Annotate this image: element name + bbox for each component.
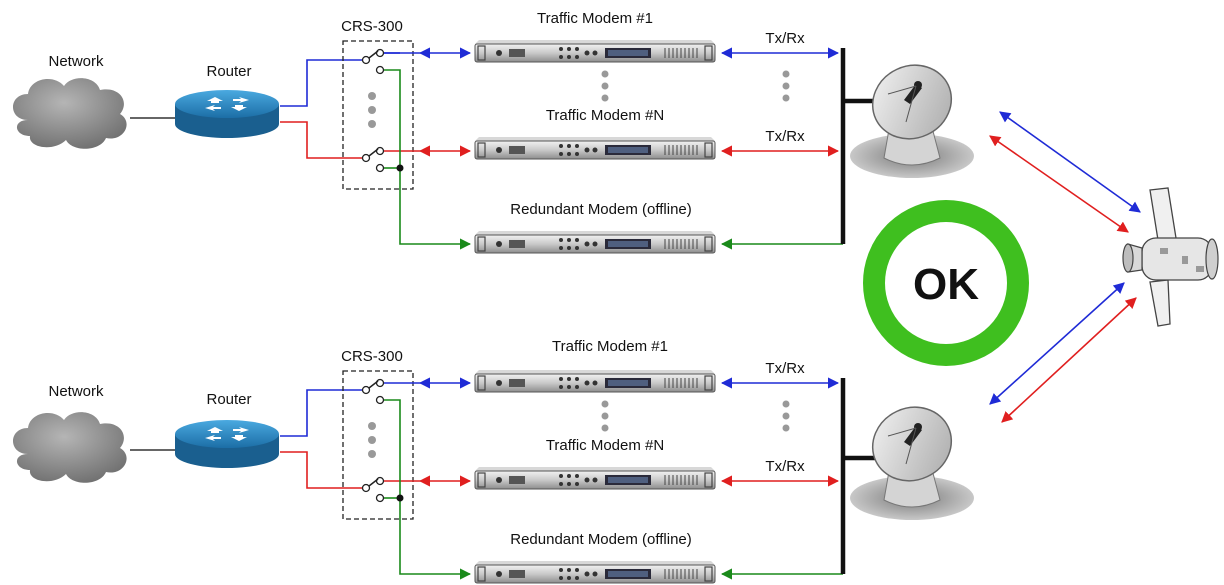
redundant-modem-label: Redundant Modem (offline) bbox=[510, 201, 692, 218]
traffic-modem-n-label: Traffic Modem #N bbox=[546, 107, 664, 124]
txrx-label-n: Tx/Rx bbox=[765, 128, 805, 145]
status-ok-badge: OK bbox=[863, 200, 1029, 366]
bottom-system: Network Router CRS-300 Traffic M bbox=[13, 338, 975, 584]
redundant-modem-icon bbox=[474, 560, 716, 584]
network-label: Network bbox=[48, 383, 104, 400]
crs300-switch-box bbox=[342, 370, 414, 520]
txrx-label-1: Tx/Rx bbox=[765, 360, 805, 377]
txrx-label-n: Tx/Rx bbox=[765, 458, 805, 475]
network-cloud-icon bbox=[13, 412, 127, 483]
crs300-label: CRS-300 bbox=[341, 18, 403, 35]
switch-contacts bbox=[361, 378, 385, 503]
router-label: Router bbox=[206, 391, 251, 408]
router-icon bbox=[175, 90, 279, 138]
redundant-modem-icon bbox=[474, 230, 716, 254]
modem-ellipsis bbox=[601, 70, 609, 102]
router-icon bbox=[175, 420, 279, 468]
satellite-dish-icon bbox=[849, 51, 975, 179]
modem-ellipsis bbox=[601, 400, 609, 432]
crs300-label: CRS-300 bbox=[341, 348, 403, 365]
txrx-ellipsis bbox=[782, 70, 790, 102]
traffic-modem-1-icon bbox=[474, 39, 716, 63]
top-system: Network Router CRS-300 bbox=[13, 10, 975, 254]
router-label: Router bbox=[206, 63, 251, 80]
traffic-modem-n-icon bbox=[474, 136, 716, 160]
switch-contacts bbox=[361, 48, 385, 173]
network-cloud-icon bbox=[13, 78, 127, 149]
satellite-icon bbox=[1122, 187, 1219, 327]
txrx-label-1: Tx/Rx bbox=[765, 30, 805, 47]
txrx-ellipsis bbox=[782, 400, 790, 432]
traffic-modem-1-icon bbox=[474, 369, 716, 393]
traffic-modem-1-label: Traffic Modem #1 bbox=[552, 338, 668, 355]
status-ok-text: OK bbox=[913, 260, 979, 309]
uplink-red-bottom bbox=[1001, 297, 1137, 423]
uplink-blue-top bbox=[999, 111, 1141, 213]
traffic-modem-n-icon bbox=[474, 466, 716, 490]
redundant-modem-label: Redundant Modem (offline) bbox=[510, 531, 692, 548]
crs300-switch-box bbox=[342, 40, 414, 190]
network-label: Network bbox=[48, 53, 104, 70]
uplink-red-top bbox=[989, 135, 1129, 233]
traffic-modem-n-label: Traffic Modem #N bbox=[546, 437, 664, 454]
traffic-modem-1-label: Traffic Modem #1 bbox=[537, 10, 653, 27]
